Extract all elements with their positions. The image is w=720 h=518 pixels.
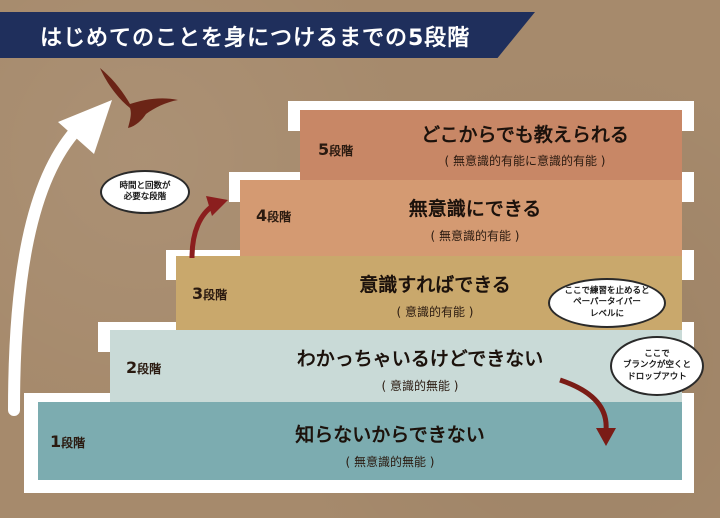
stage-1-subtitle: ( 無意識的無能 ) bbox=[345, 455, 435, 469]
bird-icon bbox=[100, 68, 178, 128]
stage-4-subtitle: ( 無意識的有能 ) bbox=[430, 229, 520, 243]
stage-5-subtitle: ( 無意識的有能に意識的有能 ) bbox=[444, 154, 606, 168]
stage-5-title: どこからでも教えられる bbox=[421, 124, 629, 146]
stage-4-label: 4段階 bbox=[256, 206, 292, 225]
stage-1-title: 知らないからできない bbox=[295, 424, 485, 446]
stage-1-step bbox=[38, 402, 682, 480]
dropout-arrowhead-icon bbox=[596, 428, 616, 446]
stage-1-label: 1段階 bbox=[50, 432, 86, 451]
bubble-paper-level: ここで練習を止めると ペーパータイパー レベルに bbox=[548, 278, 666, 328]
growth-arrow-icon bbox=[8, 122, 84, 416]
stage-up-arrowhead-icon bbox=[206, 196, 228, 216]
stage-3-label: 3段階 bbox=[192, 284, 228, 303]
stage-2-label: 2段階 bbox=[126, 358, 162, 377]
stage-2-subtitle: ( 意識的無能 ) bbox=[381, 379, 459, 393]
stage-3-title: 意識すればできる bbox=[359, 274, 511, 296]
stage-4-title: 無意識にできる bbox=[408, 198, 542, 220]
stage-5-label: 5段階 bbox=[318, 140, 354, 159]
stage-4-step bbox=[240, 180, 682, 256]
stage-5-step bbox=[300, 110, 682, 180]
bubble-blank-dropout: ここで ブランクが空くと ドロップアウト bbox=[610, 336, 704, 396]
page-title: はじめてのことを身につけるまでの5段階 bbox=[40, 26, 471, 51]
title-banner bbox=[0, 12, 535, 58]
stage-up-arrow-icon bbox=[189, 202, 216, 259]
dropout-arrow-icon bbox=[559, 377, 609, 431]
growth-arrowhead-icon bbox=[58, 100, 112, 154]
stage-2-title: わかっちゃいるけどできない bbox=[296, 348, 544, 370]
bubble-time-required: 時間と回数が 必要な段階 bbox=[100, 170, 190, 214]
stage-3-subtitle: ( 意識的有能 ) bbox=[396, 305, 474, 319]
